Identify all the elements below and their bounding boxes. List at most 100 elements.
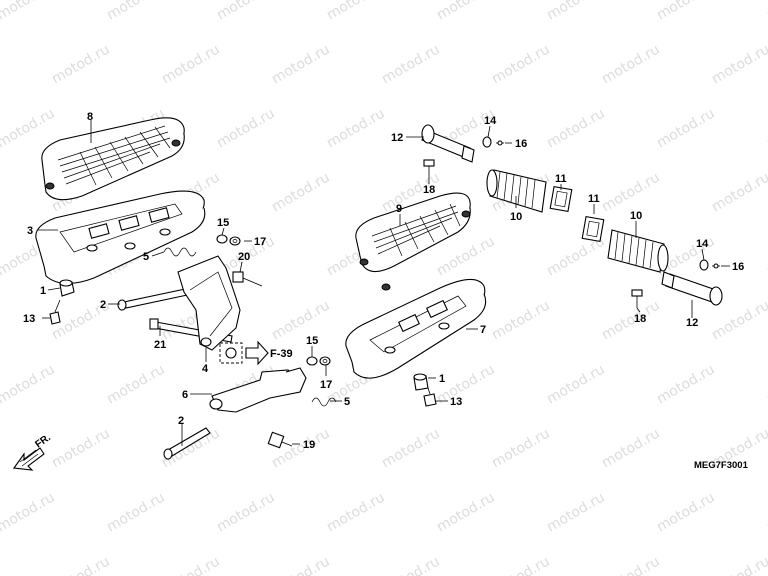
watermark-text: motod.ru [544,361,608,407]
part-5-spring-upper [163,247,197,257]
watermark-text: motod.ru [159,41,223,87]
part-7-floorboard-frame-bottom [345,278,487,379]
watermark-text: motod.ru [599,553,663,576]
callout-2-lower: 2 [178,415,184,427]
direction-label: FR. [33,432,53,450]
part-20-bolt [232,271,263,287]
part-3-floorboard-frame-top [35,190,206,285]
watermark-text: motod.ru [214,489,278,535]
watermark-text: motod.ru [269,169,333,215]
part-17-washer-lower [319,356,331,366]
part-16-cotter-lower [712,263,720,269]
callout-20: 20 [238,251,250,263]
watermark-text: motod.ru [49,41,113,87]
part-5-spring-lower [311,397,337,407]
callout-2: 2 [100,299,106,311]
watermark-text: motod.ru [654,489,718,535]
leader-lines [38,120,730,446]
watermark-text: motod.ru [0,105,58,151]
callout-4: 4 [202,363,209,375]
part-10-peg-rubber-lower [607,229,669,273]
watermark-text: motod.ru [709,553,768,576]
callout-16-lower: 16 [732,261,744,273]
watermark-text: motod.ru [0,361,58,407]
watermark-text: motod.ru [599,41,663,87]
watermark-text: motod.ru [0,489,58,535]
watermark-text: motod.ru [434,0,498,23]
part-9-floorboard-rubber-bottom [355,192,471,291]
watermark-text: motod.ru [49,425,113,471]
callout-12-lower: 12 [686,317,698,329]
f39-nut [219,342,243,364]
watermark-text: motod.ru [764,361,768,407]
part-2-pin-upper [117,287,193,311]
watermark-text: motod.ru [709,169,768,215]
callout-13: 13 [23,313,35,325]
watermark-text: motod.ru [654,0,718,23]
part-6-bracket-lower [209,367,307,413]
part-12-peg-arm-lower [661,271,723,306]
callout-1-right: 1 [439,373,445,385]
callout-13-right: 13 [450,396,462,408]
watermark-text: motod.ru [434,233,498,279]
watermark-text: motod.ru [434,489,498,535]
part-13-bolt-left [49,299,61,325]
watermark-text: motod.ru [489,553,553,576]
callout-18-lower: 18 [634,313,646,325]
callout-17: 17 [254,236,266,248]
watermark-text: motod.ru [654,361,718,407]
front-direction-indicator: FR. [13,432,53,471]
callout-16: 16 [515,138,527,150]
watermark-text: motod.ru [489,297,553,343]
watermark-text: motod.ru [764,0,768,23]
callout-1: 1 [40,285,46,297]
watermark-text: motod.ru [379,41,443,87]
callout-labels: 8 3 1 13 2 21 5 15 17 20 4 6 2 19 15 17 … [23,111,744,451]
callout-14: 14 [484,115,497,127]
watermark-text: motod.ru [764,105,768,151]
callout-12: 12 [391,132,403,144]
watermark-text: motod.ru [544,0,608,23]
watermark-text: motod.ru [214,105,278,151]
watermark-text: motod.ru [489,41,553,87]
callout-3: 3 [27,225,33,237]
part-15-nut-upper [216,234,228,244]
watermark-text: motod.ru [0,169,3,215]
diagram-code: MEG7F3001 [694,460,749,471]
watermark-text: motod.ru [104,361,168,407]
callout-11-lower: 11 [588,193,600,205]
watermark-text: motod.ru [0,297,3,343]
watermark-text: motod.ru [269,41,333,87]
watermark-text: motod.ru [0,41,3,87]
watermark-text: motod.ru [709,41,768,87]
callout-6: 6 [182,389,188,401]
callout-5-lower: 5 [344,396,350,408]
part-2-pin-lower [163,427,211,460]
watermark-text: motod.ru [0,425,3,471]
callout-10: 10 [510,211,522,223]
watermark-text: motod.ru [0,0,58,23]
callout-7: 7 [480,324,486,336]
part-18-pin-lower [631,289,643,308]
part-16-cotter-upper [496,140,504,146]
watermark-text: motod.ru [269,553,333,576]
watermark-text: motod.ru [269,425,333,471]
watermark-text: motod.ru [599,169,663,215]
watermark-text: motod.ru [324,489,388,535]
callout-10-lower: 10 [630,210,642,222]
watermark-text: motod.ru [324,0,388,23]
part-11-collar-upper [549,185,573,213]
callout-17-lower: 17 [320,379,332,391]
part-1-collar-left [59,279,75,297]
callout-21: 21 [154,339,166,351]
watermark-text: motod.ru [379,553,443,576]
watermark-text: motod.ru [764,489,768,535]
watermark-text: motod.ru [599,425,663,471]
watermark-text: motod.ru [0,553,3,576]
watermark-text: motod.ru [599,297,663,343]
part-18-pin-upper [423,159,435,178]
watermark-text: motod.ru [544,489,608,535]
watermark-text: motod.ru [49,553,113,576]
